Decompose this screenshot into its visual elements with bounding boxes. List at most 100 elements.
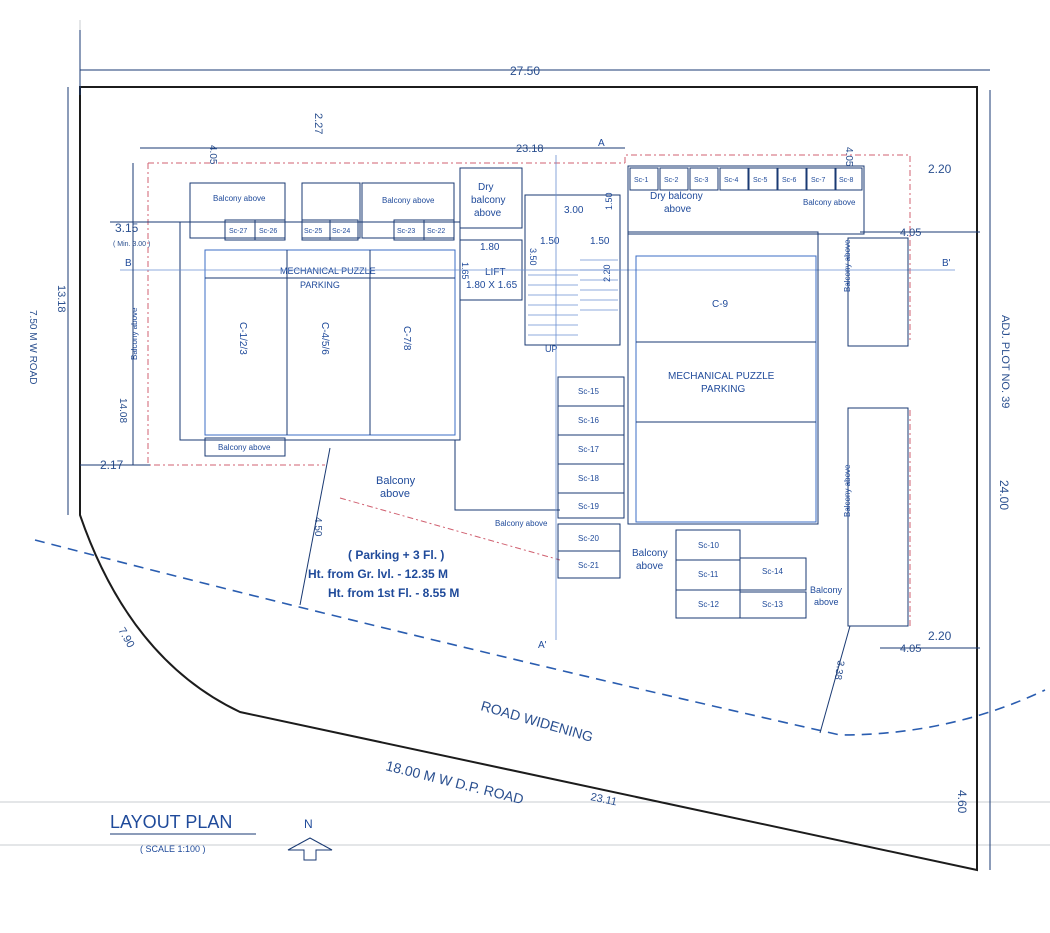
- section-a-bottom: A': [538, 640, 547, 651]
- scooter-label: Sc-16: [578, 416, 599, 425]
- dry-balcony-right: [627, 165, 865, 235]
- dry-balcony-1: Dry: [478, 182, 494, 193]
- scooter-label: Sc-26: [259, 228, 277, 235]
- scooter-slot: [719, 167, 749, 191]
- dry-balcony-right-1: Dry balcony: [650, 191, 703, 202]
- car-c78: C-7/8: [401, 326, 412, 351]
- balcony-label: Balcony above: [803, 198, 856, 207]
- dim-3-38: 3.38: [832, 659, 846, 681]
- scale-note: ( SCALE 1:100 ): [140, 844, 206, 854]
- dim-3-15: 3.15: [115, 221, 139, 235]
- dim-4-05-bottom: 4.05: [900, 643, 921, 655]
- main-road-label: 18.00 M W D.P. ROAD: [384, 757, 525, 807]
- scooter-label: Sc-4: [724, 177, 739, 184]
- dim-4-05-right: 4.05: [900, 227, 921, 239]
- setback-line-left: [147, 163, 325, 466]
- section-b-left: B: [125, 258, 132, 269]
- min-note: ( Min. 3.00 ): [113, 241, 150, 248]
- dim-1-50-c: 1.50: [604, 192, 614, 210]
- car-c456: C-4/5/6: [319, 322, 330, 355]
- scooter-slot: [777, 167, 807, 191]
- balcony-bottom-right-2: above: [814, 597, 839, 607]
- setback-line-top-right: [624, 154, 911, 340]
- scooter-slot: [739, 591, 807, 619]
- balcony-label: Balcony above: [382, 196, 435, 205]
- dim-14-08: 14.08: [117, 398, 128, 423]
- dim-4-05-top-left: 4.05: [207, 145, 218, 165]
- parking-note-2: Ht. from Gr. lvl. - 12.35 M: [308, 567, 448, 581]
- scooter-slot: [557, 550, 621, 579]
- scooter-label: Sc-21: [578, 561, 599, 570]
- dim-7-90: 7.90: [115, 626, 136, 651]
- dim-1-65: 1.65: [460, 262, 470, 280]
- scooter-label: Sc-8: [839, 177, 854, 184]
- scooter-slot: [659, 167, 689, 191]
- balcony-right-upper: [847, 237, 909, 347]
- scooter-label: Sc-7: [811, 177, 826, 184]
- lift-size: 1.80 X 1.65: [466, 280, 518, 291]
- scooter-column-mid: Sc-15 Sc-16 Sc-17 Sc-18 Sc-19 Sc-20 Sc-2…: [557, 376, 625, 579]
- dry-balcony-right-2: above: [664, 204, 692, 215]
- car-c9: C-9: [712, 299, 729, 310]
- dim-27-50: 27.50: [510, 64, 540, 78]
- dim-2-27: 2.27: [312, 113, 324, 134]
- scooter-label: Sc-27: [229, 228, 247, 235]
- balcony-right-lower: [847, 407, 909, 627]
- scooter-row-top-left: Sc-27 Sc-26 Sc-25 Sc-24 Sc-23 Sc-22: [224, 219, 455, 241]
- balcony-bottom-1: Balcony: [632, 548, 668, 559]
- side-road-label: 7.50 M W ROAD: [27, 310, 38, 384]
- dim-2-20-top: 2.20: [928, 162, 952, 176]
- balcony-bottom-right-1: Balcony: [810, 585, 843, 595]
- scooter-label: Sc-19: [578, 502, 599, 511]
- scooter-label: Sc-25: [304, 228, 322, 235]
- balcony-mid-2: above: [380, 488, 410, 500]
- right-block-outline: [627, 231, 819, 525]
- balcony-bottom-left: [204, 437, 286, 457]
- scooter-label: Sc-22: [427, 228, 445, 235]
- parking-note-3: Ht. from 1st Fl. - 8.55 M: [328, 586, 459, 600]
- scooter-label: Sc-5: [753, 177, 768, 184]
- left-block-outline: [179, 221, 461, 441]
- dim-23-18: 23.18: [516, 143, 544, 155]
- dim-4-05-top-right: 4.05: [843, 147, 854, 167]
- dimension-line: [819, 625, 851, 734]
- dim-4-60: 4.60: [955, 790, 969, 814]
- balcony-label: Balcony above: [843, 464, 852, 517]
- scooter-label: Sc-10: [698, 541, 719, 550]
- north-label: N: [304, 817, 313, 831]
- stair-up: UP: [545, 344, 558, 354]
- scooter-slot: [557, 492, 625, 519]
- scooter-slot: [629, 167, 659, 191]
- scooter-slot: [689, 167, 719, 191]
- scooter-label: Sc-17: [578, 445, 599, 454]
- dim-1-50-b: 1.50: [590, 236, 610, 247]
- dim-2-20-c: 2.20: [602, 264, 612, 282]
- balcony-mid-1: Balcony: [376, 475, 416, 487]
- scooter-label: Sc-6: [782, 177, 797, 184]
- mech-left-title-2: PARKING: [300, 280, 340, 290]
- dim-13-18: 13.18: [55, 285, 67, 313]
- scooter-cluster-bottom: Sc-10 Sc-11 Sc-12 Sc-14 Sc-13: [675, 529, 807, 619]
- dim-23-11: 23.11: [589, 791, 618, 808]
- balcony-label-left: Balcony above: [130, 307, 139, 360]
- balcony-label: Balcony above: [213, 194, 266, 203]
- scooter-slot: [748, 167, 778, 191]
- road-widening-label: ROAD WIDENING: [479, 698, 595, 745]
- scooter-slot: [329, 219, 359, 241]
- scooter-label: Sc-23: [397, 228, 415, 235]
- scooter-row-top-right: Sc-1 Sc-2 Sc-3 Sc-4 Sc-5 Sc-6 Sc-7 Sc-8: [627, 165, 865, 235]
- scooter-label: Sc-18: [578, 474, 599, 483]
- scooter-slot: [423, 219, 455, 241]
- scooter-label: Sc-3: [694, 177, 709, 184]
- adjacent-plot-label: ADJ. PLOT NO. 39: [999, 315, 1011, 408]
- balcony-label: Balcony above: [843, 239, 852, 292]
- road-widening-line: [34, 539, 1046, 736]
- scooter-slot: [806, 167, 836, 191]
- page-title: LAYOUT PLAN: [110, 812, 232, 832]
- dim-3-00: 3.00: [564, 205, 584, 216]
- scooter-label: Sc-2: [664, 177, 679, 184]
- balcony-label: Balcony above: [218, 443, 271, 452]
- dim-1-80: 1.80: [480, 242, 500, 253]
- balcony-outline: [454, 440, 560, 511]
